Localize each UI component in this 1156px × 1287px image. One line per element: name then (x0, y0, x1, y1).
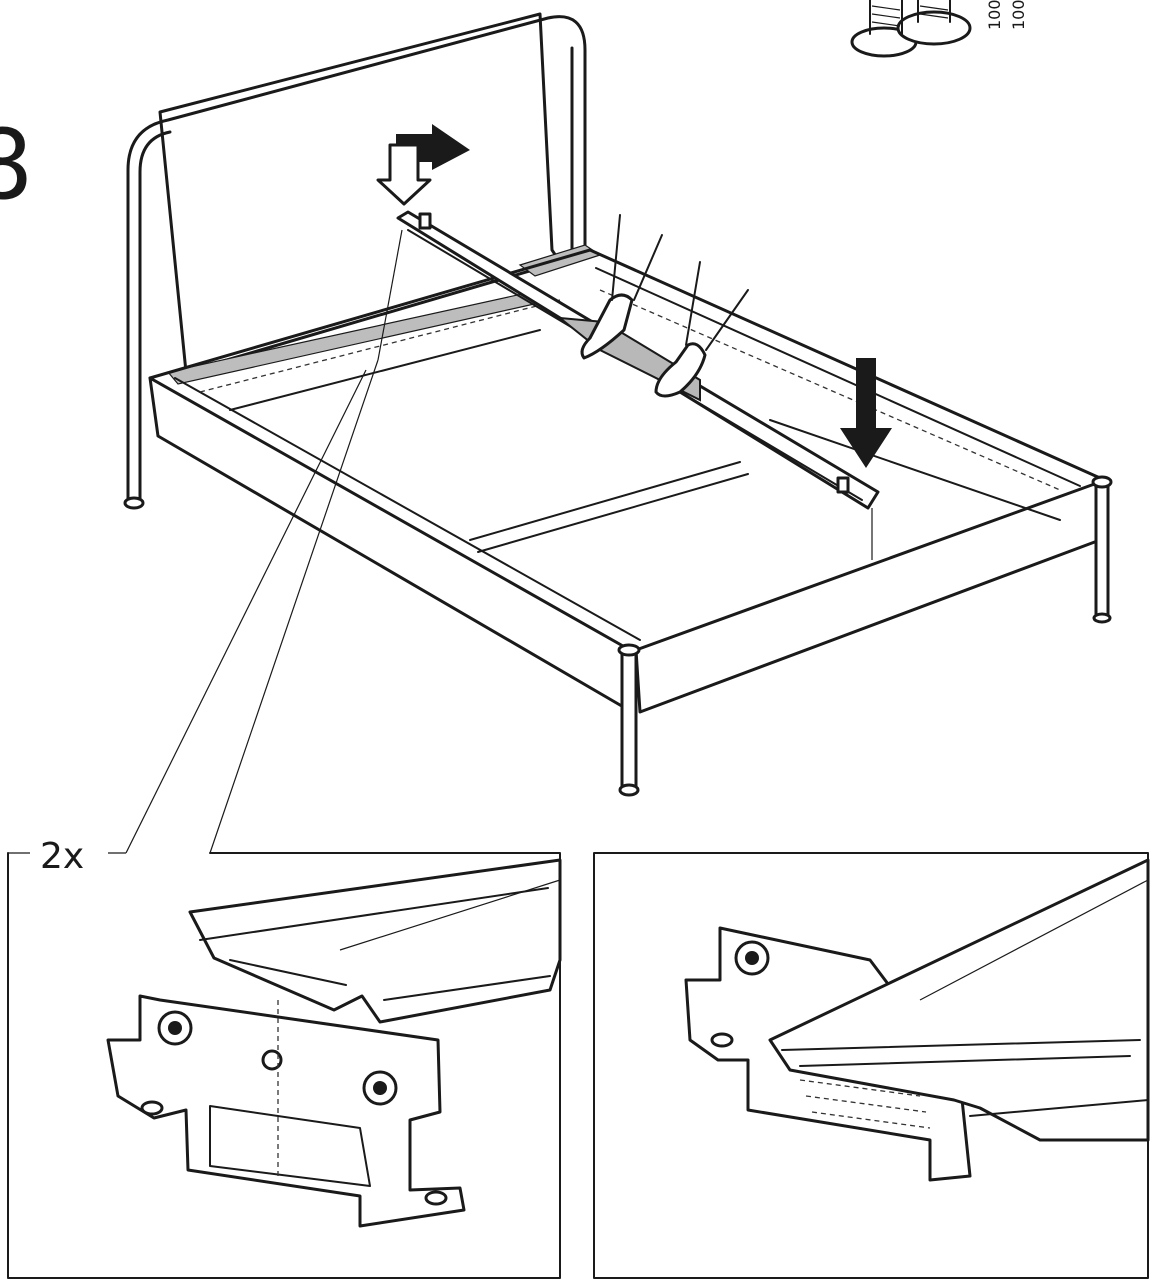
press-down-arrow (840, 358, 892, 468)
screw-parts-icon (850, 0, 972, 58)
lower-arrow-outline (376, 143, 432, 206)
leg-front-right (1094, 480, 1110, 620)
beam-end-left (188, 858, 562, 1024)
bed-frame (123, 12, 1113, 797)
quantity-label: 2x (40, 836, 84, 877)
part-code-1: 1004 (985, 0, 1004, 30)
detail-panel-left (7, 852, 562, 1279)
hands-illustration (580, 214, 749, 398)
headboard-tube (126, 15, 587, 507)
mounting-bracket (106, 994, 466, 1228)
center-support-beam (396, 210, 880, 510)
step-number: 8 (0, 109, 33, 221)
leg-front-left (620, 648, 638, 792)
part-code-2: 1004 (1009, 0, 1028, 30)
foot-rail (634, 480, 1102, 714)
leg-back-left (123, 496, 145, 510)
detail-panel-right (593, 852, 1150, 1279)
side-rail-left (148, 376, 634, 714)
callout-leader-lines (125, 229, 873, 854)
